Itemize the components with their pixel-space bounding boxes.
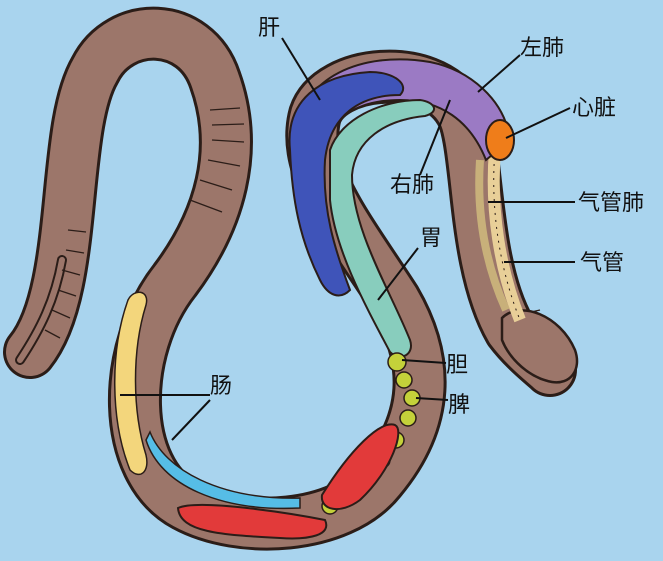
- liver: [288, 70, 405, 297]
- label-liver: 肝: [258, 16, 280, 41]
- trachea-rings: [493, 149, 521, 321]
- label-intestine: 肠: [210, 374, 232, 399]
- label-left-lung: 左肺: [520, 36, 564, 61]
- red-organ-upper: [320, 423, 400, 510]
- stomach: [329, 98, 435, 358]
- snake-head: [500, 309, 579, 384]
- label-spleen: 脾: [448, 393, 470, 418]
- intestine-blue: [145, 430, 301, 510]
- label-right-lung: 右肺: [390, 173, 434, 198]
- yellow-organ: [114, 291, 148, 476]
- red-organ-lower: [176, 503, 328, 540]
- heart: [485, 119, 515, 161]
- leader-lines: [120, 37, 575, 441]
- label-heart: 心脏: [572, 96, 616, 121]
- tracheal-lung: [475, 159, 510, 312]
- label-stomach: 胃: [420, 226, 442, 251]
- label-tracheal-lung: 气管肺: [578, 191, 644, 216]
- label-trachea: 气管: [580, 251, 624, 276]
- label-gallbladder: 胆: [446, 353, 468, 378]
